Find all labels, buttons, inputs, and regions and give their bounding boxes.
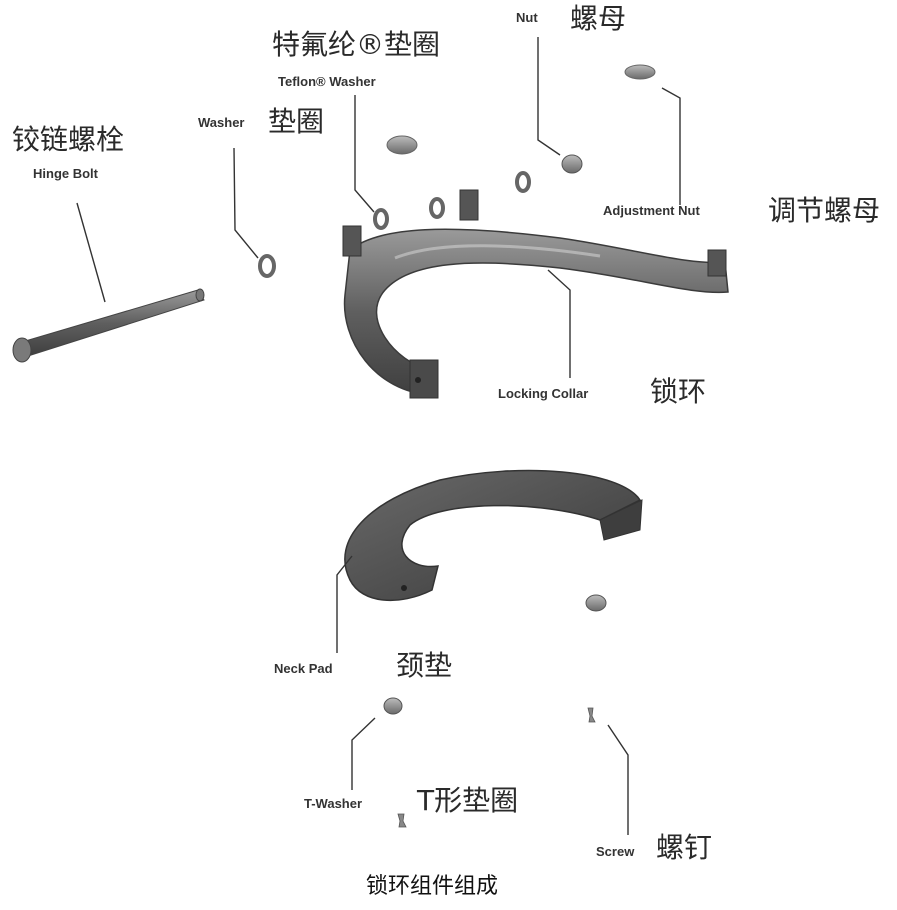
locking-collar-label-en: Locking Collar [498, 386, 589, 401]
neck-pad-label-en: Neck Pad [274, 661, 333, 676]
screw-label-zh: 螺钉 [656, 831, 713, 864]
locking-collar-label-zh: 锁环 [650, 375, 707, 408]
nut-shapes [386, 64, 656, 174]
washer-label-zh: 垫圈 [268, 105, 325, 138]
t-washer-label-en: T-Washer [304, 796, 363, 811]
screw-shapes [397, 707, 596, 828]
hinge-bolt-label-en: Hinge Bolt [33, 166, 98, 181]
t-washer-label-zh: T形垫圈 [417, 784, 519, 817]
figure-caption: 锁环组件组成 [366, 874, 499, 899]
neck-pad-label-zh: 颈垫 [396, 649, 453, 682]
teflon-washer-label-en: Teflon® Washer [278, 74, 376, 89]
nut-label-en: Nut [516, 10, 538, 25]
adjustment-nut-label-zh: 调节螺母 [768, 194, 881, 227]
washer-label-en: Washer [198, 115, 245, 130]
adjustment-nut-label-en: Adjustment Nut [603, 203, 700, 218]
hinge-bolt-label-zh: 铰链螺栓 [12, 123, 125, 156]
neck-pad-shape [344, 469, 643, 602]
nut-label-zh: 螺母 [570, 2, 627, 35]
t-washer-shapes [383, 594, 607, 715]
teflon-washer-shapes [373, 171, 531, 230]
locking-collar-shape [342, 189, 729, 399]
leader-lines [76, 37, 681, 835]
washer-shape [258, 254, 276, 278]
screw-label-en: Screw [596, 844, 635, 859]
hinge-bolt-shape [12, 288, 205, 363]
teflon-washer-label-zh: 特氟纶®垫圈 [272, 28, 441, 61]
